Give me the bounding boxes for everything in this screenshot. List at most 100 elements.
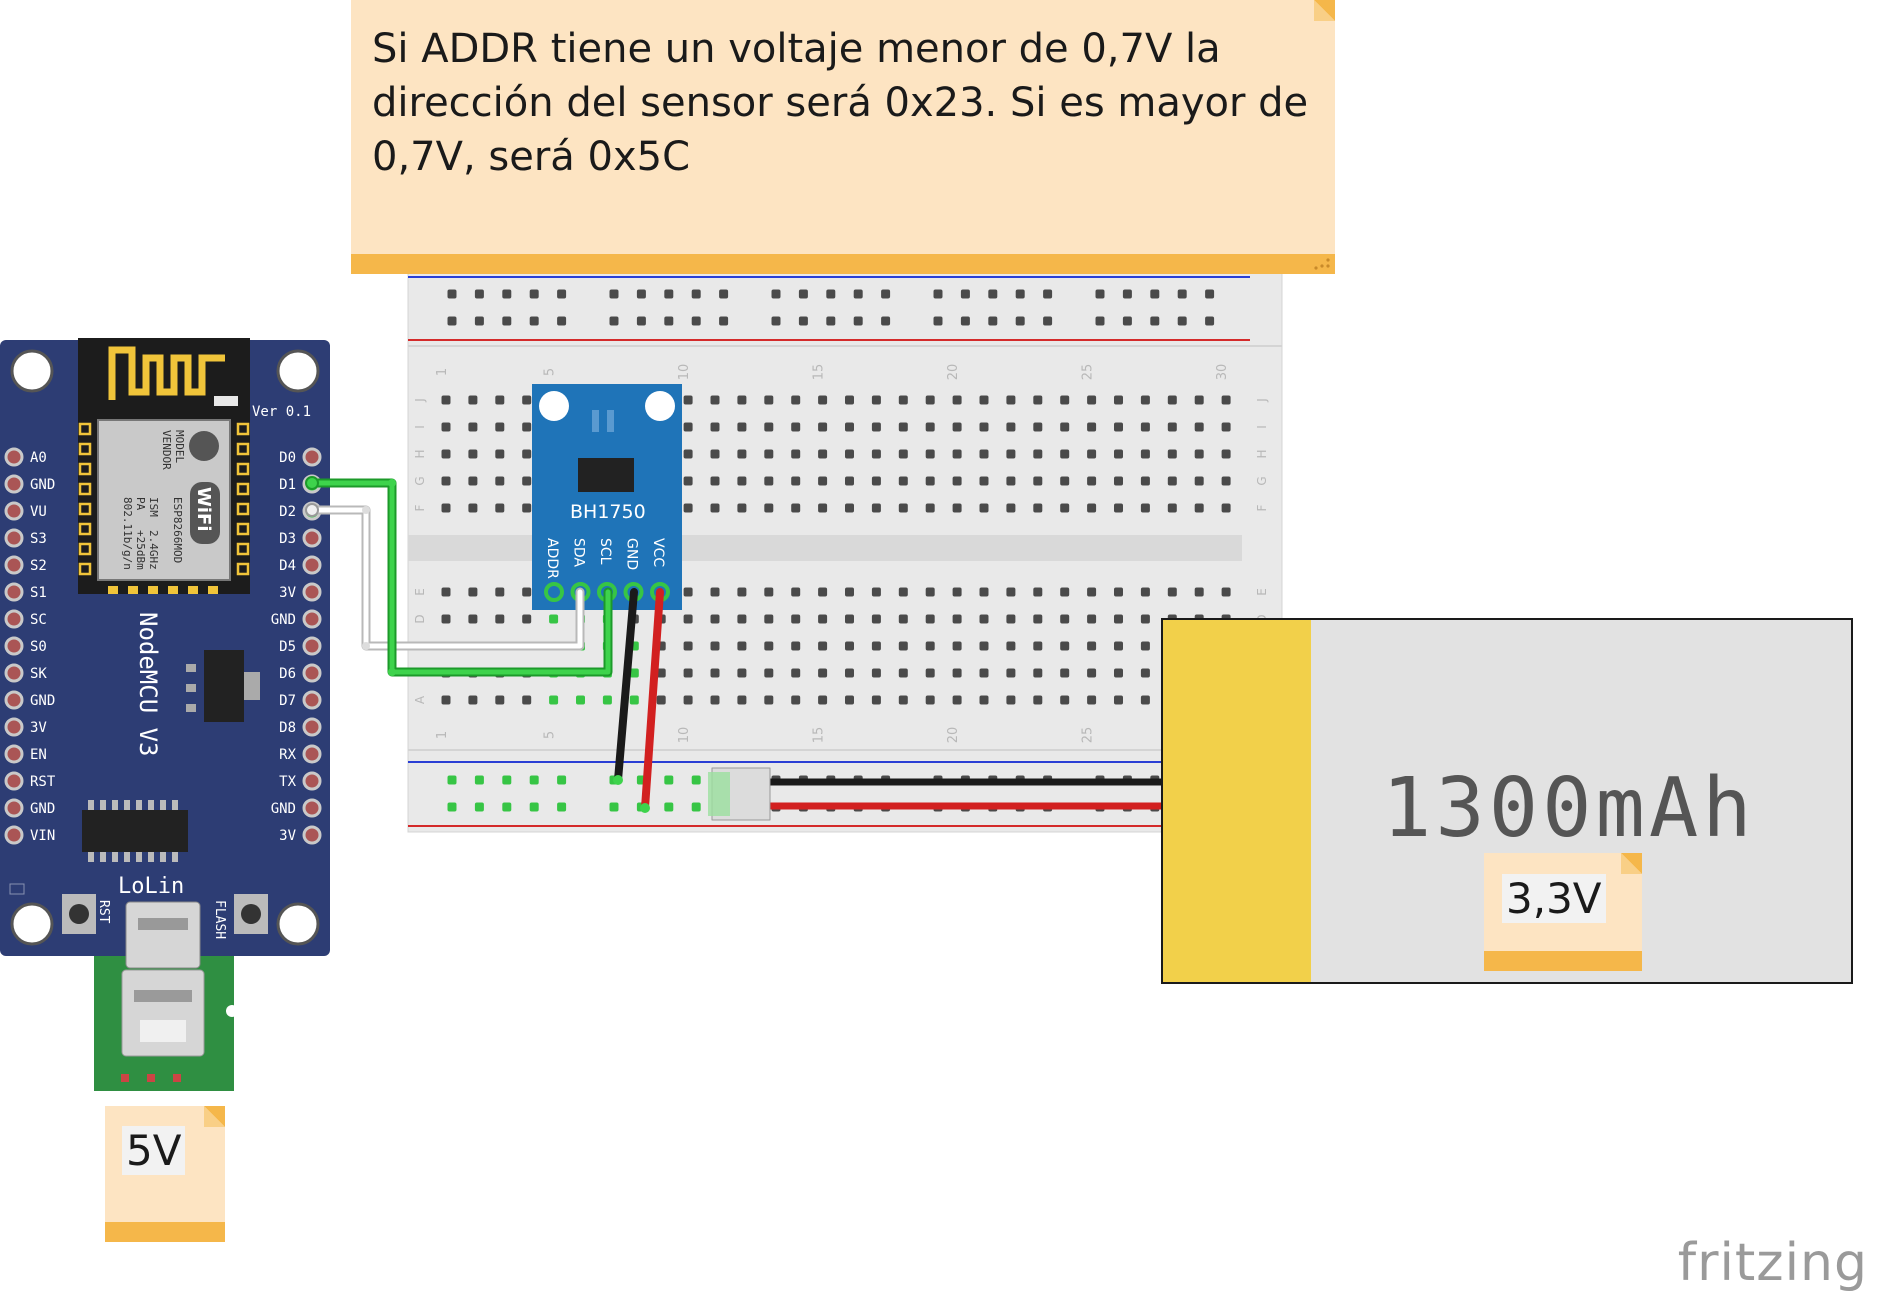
breadboard-hole[interactable] bbox=[1006, 695, 1016, 705]
breadboard-hole[interactable] bbox=[845, 587, 854, 597]
breadboard-hole[interactable] bbox=[1140, 422, 1150, 432]
breadboard-hole[interactable] bbox=[952, 395, 962, 405]
nodemcu-pin[interactable] bbox=[4, 825, 24, 845]
nodemcu-pin[interactable] bbox=[302, 528, 322, 548]
breadboard-hole[interactable] bbox=[933, 289, 943, 299]
breadboard-hole[interactable] bbox=[845, 668, 854, 678]
breadboard-hole[interactable] bbox=[719, 316, 729, 326]
breadboard-hole[interactable] bbox=[737, 668, 747, 678]
breadboard-hole[interactable] bbox=[764, 695, 774, 705]
breadboard-hole[interactable] bbox=[1006, 668, 1016, 678]
breadboard-hole[interactable] bbox=[1177, 316, 1187, 326]
breadboard-hole[interactable] bbox=[1150, 316, 1160, 326]
breadboard-hole[interactable] bbox=[629, 695, 639, 705]
breadboard-hole[interactable] bbox=[549, 614, 559, 624]
breadboard-hole[interactable] bbox=[925, 614, 935, 624]
breadboard-hole[interactable] bbox=[468, 695, 478, 705]
breadboard-hole[interactable] bbox=[1140, 449, 1150, 459]
nodemcu-pin[interactable] bbox=[4, 744, 24, 764]
breadboard-hole[interactable] bbox=[1167, 503, 1177, 513]
breadboard-hole[interactable] bbox=[1033, 476, 1043, 486]
breadboard-hole[interactable] bbox=[691, 289, 701, 299]
breadboard-hole[interactable] bbox=[988, 316, 998, 326]
breadboard-hole[interactable] bbox=[529, 289, 539, 299]
breadboard-hole[interactable] bbox=[1140, 503, 1150, 513]
breadboard-hole[interactable] bbox=[737, 614, 747, 624]
breadboard-hole[interactable] bbox=[737, 641, 747, 651]
breadboard-hole[interactable] bbox=[1033, 668, 1043, 678]
breadboard-hole[interactable] bbox=[791, 395, 801, 405]
breadboard-hole[interactable] bbox=[495, 476, 505, 486]
breadboard-hole[interactable] bbox=[1114, 449, 1123, 459]
breadboard-hole[interactable] bbox=[1033, 641, 1043, 651]
breadboard-hole[interactable] bbox=[1167, 476, 1177, 486]
breadboard-hole[interactable] bbox=[771, 316, 781, 326]
breadboard-hole[interactable] bbox=[1006, 587, 1016, 597]
sensor-pin[interactable] bbox=[544, 582, 564, 602]
breadboard-hole[interactable] bbox=[737, 422, 747, 432]
breadboard-hole[interactable] bbox=[798, 316, 808, 326]
breadboard-hole[interactable] bbox=[1167, 395, 1177, 405]
breadboard-hole[interactable] bbox=[1140, 614, 1150, 624]
breadboard-hole[interactable] bbox=[1140, 395, 1150, 405]
breadboard-hole[interactable] bbox=[952, 695, 962, 705]
breadboard-hole[interactable] bbox=[441, 449, 451, 459]
breadboard-hole[interactable] bbox=[1167, 587, 1177, 597]
breadboard-hole[interactable] bbox=[791, 614, 801, 624]
breadboard-hole[interactable] bbox=[1114, 587, 1123, 597]
breadboard-hole[interactable] bbox=[979, 614, 989, 624]
breadboard-hole[interactable] bbox=[602, 695, 612, 705]
breadboard-hole[interactable] bbox=[549, 695, 559, 705]
breadboard-hole[interactable] bbox=[1087, 422, 1097, 432]
breadboard-hole[interactable] bbox=[691, 802, 701, 812]
nodemcu-pin[interactable] bbox=[302, 771, 322, 791]
nodemcu-pin[interactable] bbox=[302, 609, 322, 629]
breadboard-hole[interactable] bbox=[764, 614, 774, 624]
nodemcu-pin[interactable] bbox=[302, 582, 322, 602]
breadboard-hole[interactable] bbox=[1122, 316, 1132, 326]
breadboard-hole[interactable] bbox=[710, 614, 720, 624]
breadboard-hole[interactable] bbox=[495, 395, 505, 405]
breadboard-hole[interactable] bbox=[710, 449, 720, 459]
breadboard-hole[interactable] bbox=[691, 775, 701, 785]
breadboard-hole[interactable] bbox=[764, 395, 774, 405]
micro-usb-port[interactable] bbox=[125, 901, 201, 969]
breadboard-hole[interactable] bbox=[1221, 587, 1231, 597]
breadboard-hole[interactable] bbox=[925, 668, 935, 678]
breadboard-hole[interactable] bbox=[1194, 476, 1204, 486]
breadboard-hole[interactable] bbox=[1043, 316, 1053, 326]
breadboard-hole[interactable] bbox=[952, 641, 962, 651]
breadboard-hole[interactable] bbox=[691, 316, 701, 326]
breadboard-hole[interactable] bbox=[474, 316, 484, 326]
breadboard-hole[interactable] bbox=[979, 668, 989, 678]
breadboard-hole[interactable] bbox=[447, 316, 457, 326]
breadboard-hole[interactable] bbox=[845, 422, 854, 432]
breadboard-hole[interactable] bbox=[656, 695, 666, 705]
breadboard-hole[interactable] bbox=[1033, 449, 1043, 459]
nodemcu-pin[interactable] bbox=[4, 717, 24, 737]
breadboard-hole[interactable] bbox=[1060, 614, 1070, 624]
breadboard-hole[interactable] bbox=[1060, 476, 1070, 486]
breadboard-hole[interactable] bbox=[1087, 614, 1097, 624]
breadboard-hole[interactable] bbox=[1194, 587, 1204, 597]
breadboard-hole[interactable] bbox=[664, 802, 674, 812]
breadboard-hole[interactable] bbox=[683, 476, 693, 486]
breadboard-hole[interactable] bbox=[495, 614, 505, 624]
nodemcu-pin[interactable] bbox=[302, 798, 322, 818]
breadboard-hole[interactable] bbox=[764, 422, 774, 432]
breadboard-hole[interactable] bbox=[1140, 641, 1150, 651]
breadboard-hole[interactable] bbox=[845, 614, 854, 624]
breadboard-hole[interactable] bbox=[576, 695, 585, 705]
breadboard-hole[interactable] bbox=[818, 614, 828, 624]
breadboard-hole[interactable] bbox=[1060, 503, 1070, 513]
breadboard-hole[interactable] bbox=[737, 587, 747, 597]
breadboard-hole[interactable] bbox=[1114, 422, 1123, 432]
nodemcu-pin[interactable] bbox=[302, 717, 322, 737]
breadboard-hole[interactable] bbox=[1194, 395, 1204, 405]
breadboard-hole[interactable] bbox=[447, 802, 457, 812]
breadboard-hole[interactable] bbox=[925, 395, 935, 405]
breadboard-hole[interactable] bbox=[1167, 422, 1177, 432]
breadboard-hole[interactable] bbox=[826, 289, 836, 299]
breadboard-hole[interactable] bbox=[710, 641, 720, 651]
breadboard-hole[interactable] bbox=[1015, 289, 1025, 299]
